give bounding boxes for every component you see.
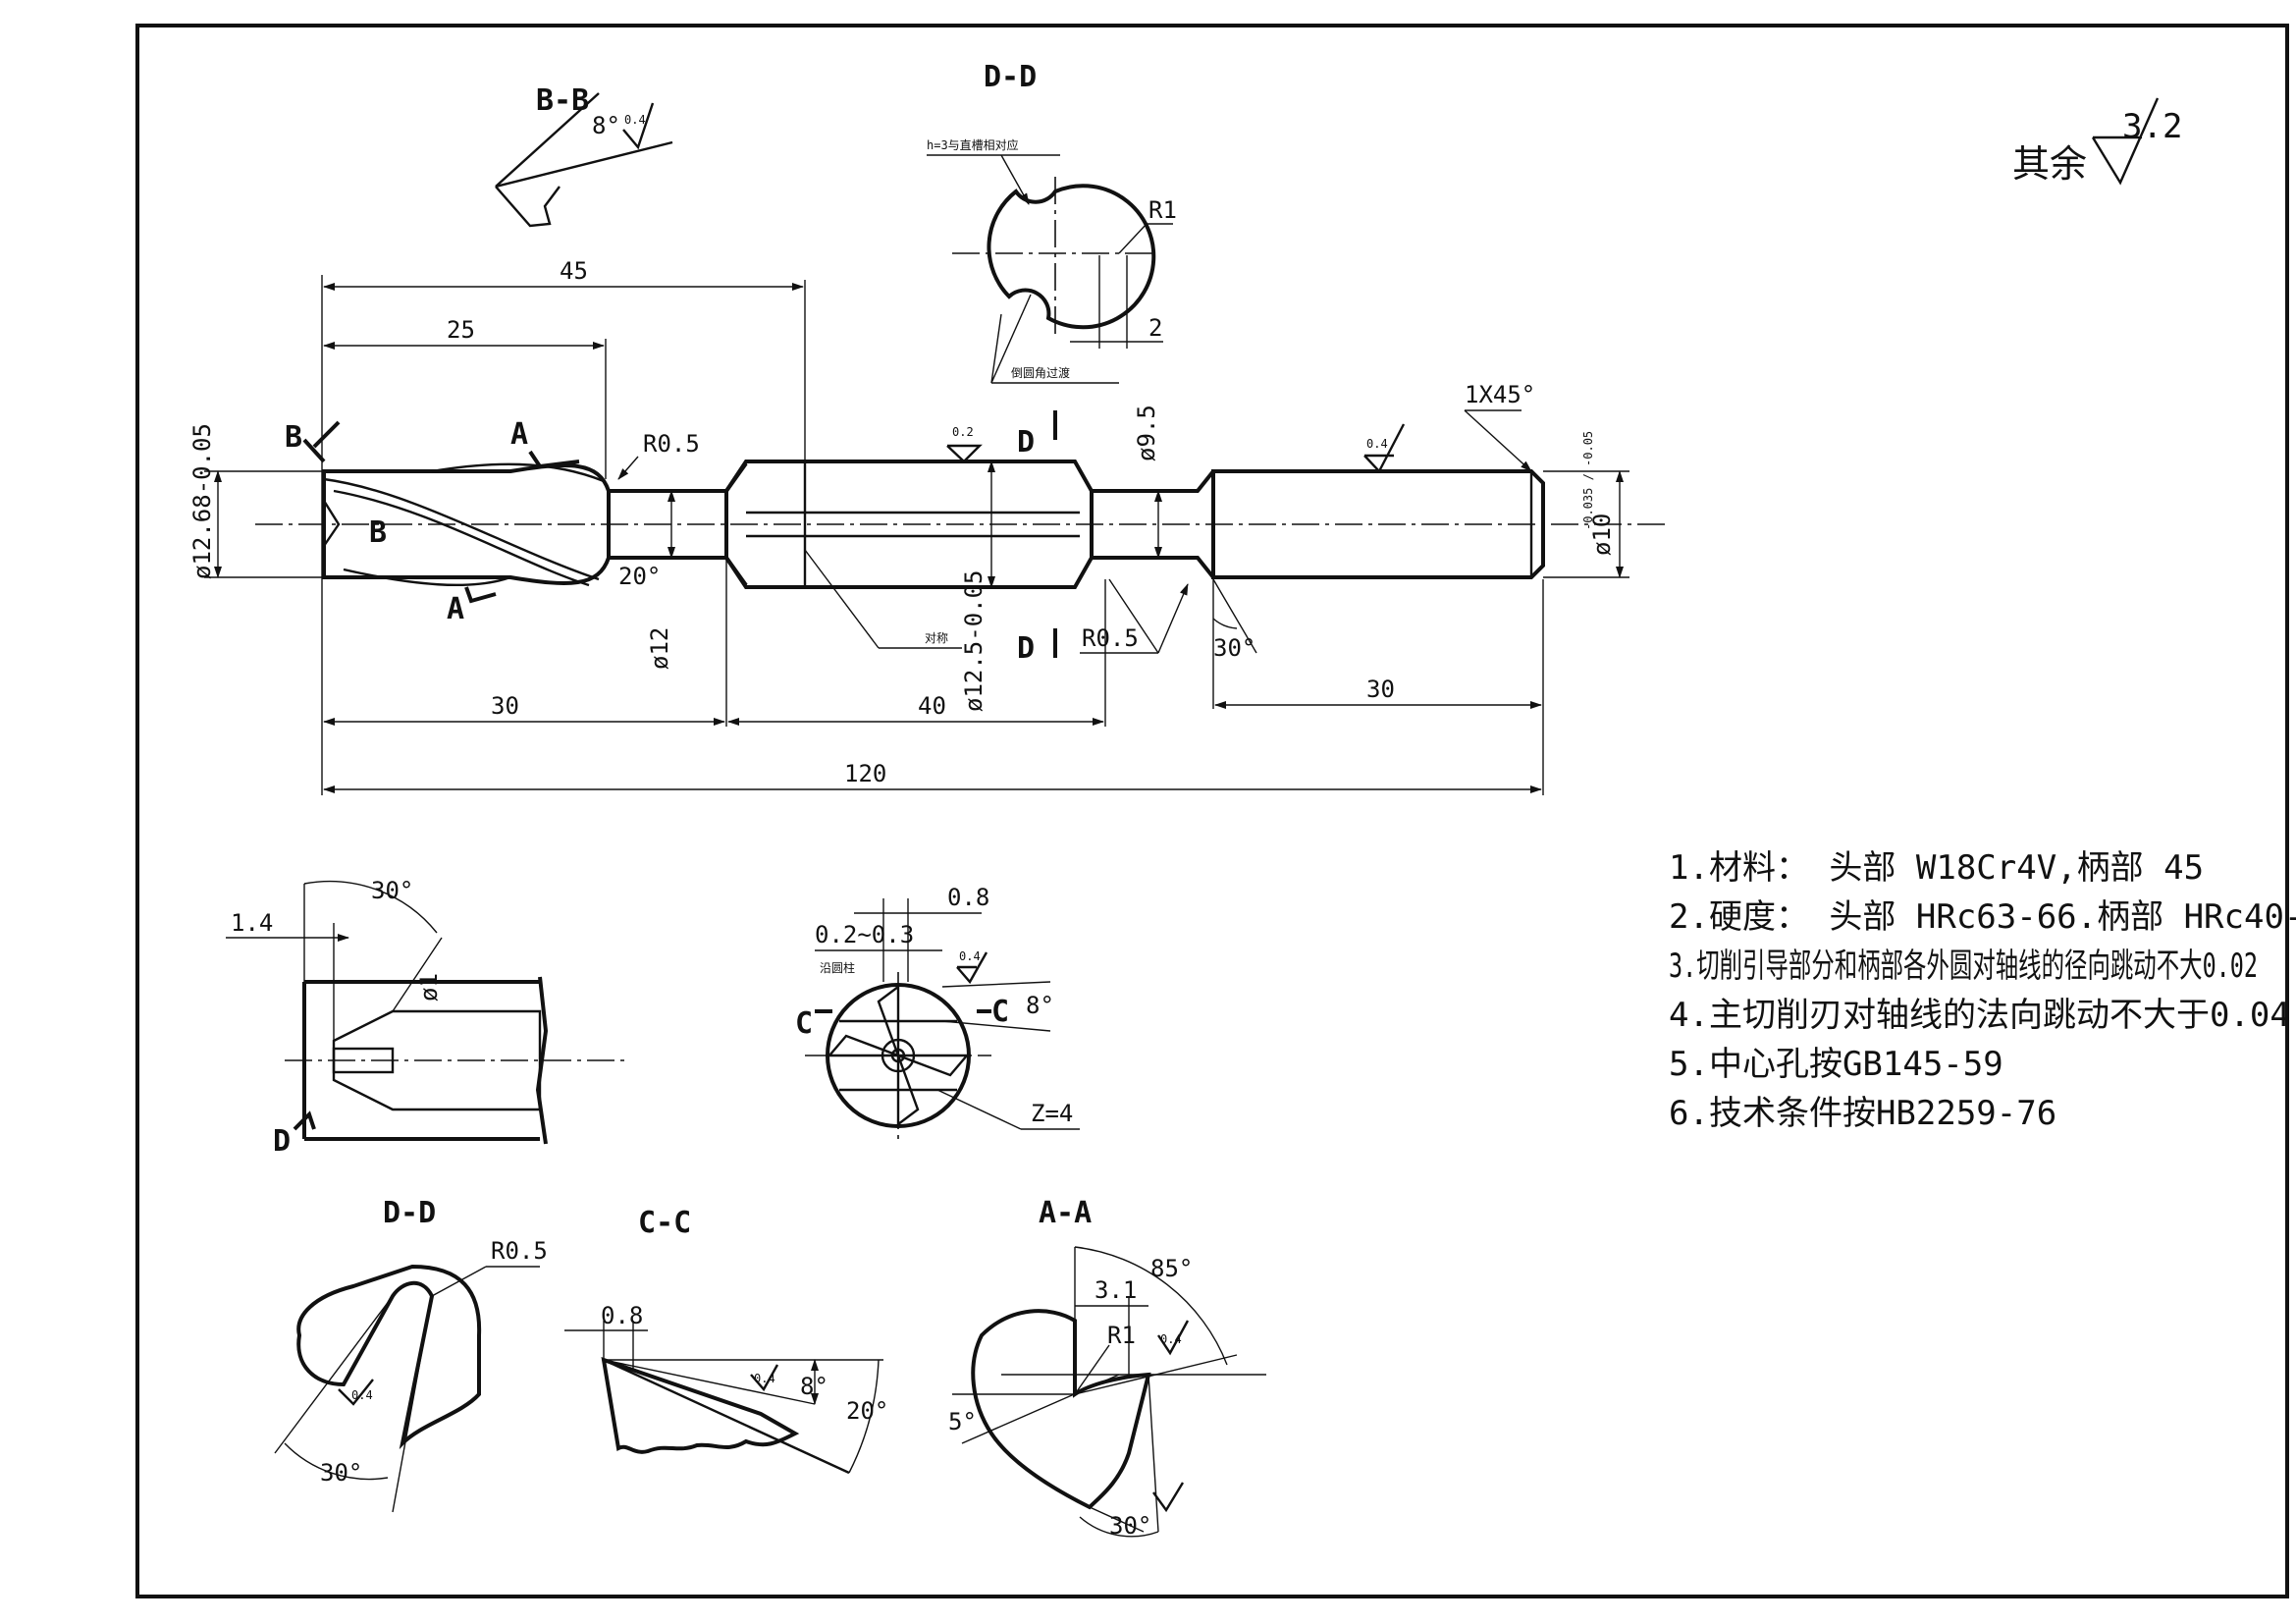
detail-tip-dia: ø1 [415,973,443,1001]
section-dd-shape [296,1264,482,1450]
view-dd-top: h=3与直槽相对应 R1 2 倒圆角过渡 [927,137,1177,384]
dim-head-dia: ø12.68-0.05 [188,423,216,579]
flute-edge-3 [431,462,605,483]
dim-groove-dia: ø9.5 [1133,405,1160,461]
end-view-rough: 0.4 [959,949,981,963]
section-cc-dim08: 0.8 [601,1302,643,1329]
dim-shank-tol: -0.035 / -0.05 [1581,431,1595,530]
section-cc-angle20: 20° [846,1397,888,1425]
label-d-top: D [1017,425,1035,460]
dim-30a: 30 [491,692,519,720]
section-aa-angle85: 85° [1150,1255,1193,1282]
note-5: 5.中心孔按GB145-59 [1669,1045,2003,1084]
flute-edge-1 [323,477,600,581]
flat-label: 对称 [925,631,948,645]
section-cc: C-C 0.8 8° 20° 0.4 [564,1206,888,1475]
label-d-bot: D [1017,631,1035,666]
dim-shank-dia: ø10 [1588,514,1616,556]
section-cc-title: C-C [638,1206,691,1240]
roughness-note-value: 3.2 [2122,107,2182,146]
technical-notes: 1.材料： 头部 W18Cr4V,柄部 45 2.硬度： 头部 HRc63-66… [1669,848,2296,1133]
label-a-bot: A [447,592,464,626]
dim-r-body: R0.5 [1082,624,1139,652]
view-dd-note: 倒圆角过渡 [1011,365,1070,380]
section-cc-rough: 0.4 [754,1372,775,1385]
dim-angle-20: 20° [618,563,661,590]
label-b-mid: B [369,515,387,550]
rough-body-symbol [946,444,983,463]
detail-tip: 1.4 30° ø1 D [226,877,628,1159]
dim-chamfer: 1X45° [1465,381,1535,408]
main-view: D-D 45 25 30 [188,60,1669,795]
end-view-dim08: 0.8 [947,884,989,911]
view-bb-title: B-B [536,83,589,118]
end-view-sub: 沿圆柱 [820,960,855,975]
section-cc-angle8: 8° [800,1373,828,1400]
end-view-teeth: Z=4 [1031,1100,1073,1127]
section-aa-radius: R1 [1107,1322,1136,1349]
end-view-c-left: C [795,1006,813,1041]
rough-shank: 0.4 [1366,437,1388,451]
section-aa-angle30: 30° [1109,1512,1151,1540]
dim-25: 25 [447,316,475,344]
dd-circle-section [987,184,1156,330]
note-1: 1.材料： 头部 W18Cr4V,柄部 45 [1669,848,2204,888]
roughness-symbol [2091,97,2160,186]
view-bb-angle: 8° [592,112,620,139]
detail-tip-dim14: 1.4 [231,909,273,937]
section-dd-rough: 0.4 [351,1388,373,1402]
detail-tip-d: D [273,1124,291,1159]
flute-edge-2 [333,489,590,587]
section-dd: D-D R0.5 30° 0.4 [274,1196,548,1513]
roughness-note-label: 其余 [2012,142,2087,186]
section-aa-angle5: 5° [948,1408,977,1435]
rough-shank-symbol [1363,423,1406,474]
dim-neck-dia: ø12 [646,627,673,670]
section-dd-radius: R0.5 [491,1237,548,1265]
tip-point [322,500,341,547]
rough-body: 0.2 [952,425,974,439]
note-3: 3.切削引导部分和柄部各外圆对轴线的径向跳动不大0.02 [1669,947,2258,986]
dim-angle-30: 30° [1213,634,1255,662]
flute-edge-4 [343,568,511,587]
section-aa-rough: 0.4 [1160,1332,1182,1346]
view-bb-rough: 0.4 [624,113,646,127]
section-aa: A-A 85° 3.1 R1 5° 30° 0.4 [948,1196,1266,1540]
view-dd-dim2: 2 [1148,314,1162,342]
end-view: 0.8 0.2~0.3 沿圆柱 0.4 8° Z=4 C C [795,884,1080,1139]
note-2: 2.硬度： 头部 HRc63-66.柄部 HRc40-45 [1669,897,2296,937]
section-cc-shape [601,1357,800,1454]
view-bb: B-B 8° 0.4 [495,83,673,228]
dim-120: 120 [844,760,886,787]
section-dd-title: D-D [383,1196,436,1230]
view-dd-h-label: h=3与直槽相对应 [927,137,1019,152]
detail-tip-angle: 30° [371,877,413,904]
dim-r-head: R0.5 [643,430,700,458]
dim-30b: 30 [1366,676,1395,703]
groove-neck [1092,469,1215,579]
label-b-top: B [285,420,302,455]
label-a-top: A [510,417,528,452]
section-dd-angle: 30° [320,1459,362,1487]
drawing-frame [135,24,2289,1598]
note-4: 4.主切削刃对轴线的法向跳动不大于0.04 [1669,996,2290,1035]
end-view-c-right: C [991,995,1009,1029]
dim-45: 45 [560,257,588,285]
end-view-dim0203: 0.2~0.3 [815,921,914,948]
view-dd-r1: R1 [1148,196,1177,224]
section-aa-shape [971,1309,1151,1510]
dim-40: 40 [918,692,946,720]
dim-body-dia: ø12.5-0.05 [960,570,988,713]
main-view-section-title: D-D [984,60,1037,94]
section-aa-title: A-A [1039,1196,1092,1230]
note-6: 6.技术条件按HB2259-76 [1669,1094,2056,1133]
roughness-note: 其余 3.2 [2012,97,2182,186]
end-view-angle: 8° [1026,992,1054,1019]
section-aa-dim31: 3.1 [1095,1276,1137,1304]
